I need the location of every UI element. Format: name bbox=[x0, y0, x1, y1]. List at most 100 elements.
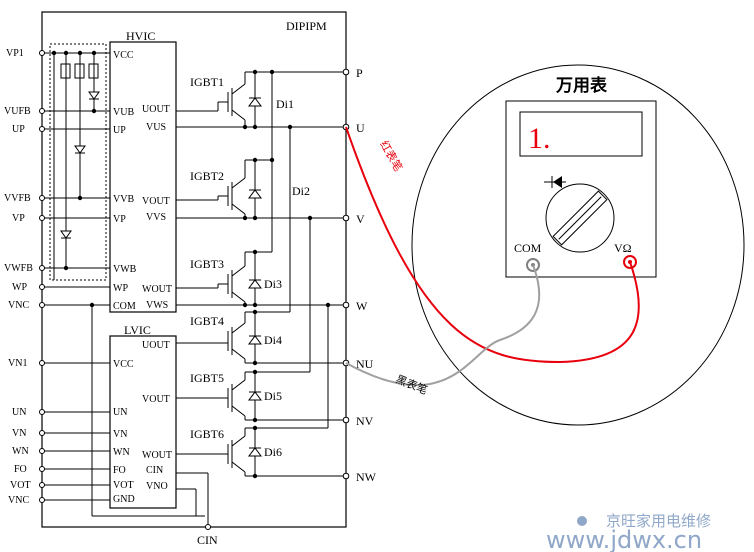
left-pin: VN1 bbox=[8, 358, 110, 369]
left-pin-label: VP1 bbox=[6, 48, 24, 59]
left-pin: VWFB bbox=[4, 263, 110, 274]
selector-pointer bbox=[552, 190, 608, 246]
igbt-label: IGBT2 bbox=[190, 169, 224, 183]
igbt3: IGBT3 Di3 bbox=[176, 252, 282, 305]
wechat-icon bbox=[577, 516, 587, 526]
meter-display bbox=[519, 111, 643, 157]
diode-label: Di4 bbox=[264, 333, 282, 347]
diode-label: Di2 bbox=[292, 184, 310, 198]
meter-body bbox=[505, 100, 657, 278]
lvic-out: WOUT bbox=[142, 450, 172, 461]
multimeter: 万用表 1. COM VΩ bbox=[411, 64, 745, 426]
terminal-label: U bbox=[356, 121, 365, 135]
igbt5: IGBT5 Di5 bbox=[176, 371, 282, 420]
lvic-pin: FO bbox=[113, 465, 126, 476]
selector-dial[interactable] bbox=[545, 183, 615, 253]
lvic-out: VNO bbox=[146, 481, 168, 492]
left-pin: VNC bbox=[8, 495, 110, 506]
lvic-pin: VCC bbox=[113, 359, 134, 370]
resistor-icon bbox=[60, 63, 71, 79]
left-pin-label: VN1 bbox=[8, 358, 27, 369]
diode-icon bbox=[248, 447, 262, 457]
terminal-label: W bbox=[356, 299, 368, 313]
left-pins: VP1 VUFB UP VVFB VP VWFB WP VNC VN1 UN V… bbox=[4, 48, 110, 506]
hvic-pin: WP bbox=[113, 283, 128, 294]
hvic-out: VVS bbox=[146, 212, 166, 223]
left-pin-label: WP bbox=[12, 282, 27, 293]
resistor-icon bbox=[74, 63, 85, 79]
diode-icon bbox=[248, 279, 262, 289]
left-pin: VUFB bbox=[4, 106, 110, 117]
black-probe-label: 黑表笔 bbox=[394, 372, 430, 397]
left-pin-label: VUFB bbox=[4, 106, 31, 117]
vo-label: VΩ bbox=[614, 241, 632, 255]
left-pin-label: VVFB bbox=[4, 193, 31, 204]
lvic-pin: GND bbox=[113, 494, 135, 505]
hvic-pin: COM bbox=[113, 301, 136, 312]
left-pin: VOT bbox=[10, 480, 110, 491]
lvic-pin: VOT bbox=[113, 480, 134, 491]
meter-display-value: 1. bbox=[528, 122, 551, 155]
igbt-label: IGBT1 bbox=[190, 75, 224, 89]
hvic-out: UOUT bbox=[142, 104, 170, 115]
lvic-pin-labels: VCC UN VN WN FO VOT GND UOUT VOUT WOUT C… bbox=[113, 340, 172, 505]
lvic-out: UOUT bbox=[142, 340, 170, 351]
igbt-stack: IGBT1 Di1 IGBT2 Di2 IGBT3 bbox=[176, 69, 346, 479]
lvic-box bbox=[109, 335, 177, 509]
left-pin-label: VP bbox=[12, 213, 25, 224]
left-pin-label: UN bbox=[12, 407, 26, 418]
watermark-text: 京旺家用电维修 bbox=[606, 512, 711, 530]
hvic-out: VOUT bbox=[142, 196, 170, 207]
hvic-pin: VVB bbox=[113, 194, 134, 205]
terminal-label: NU bbox=[356, 357, 374, 371]
igbt-label: IGBT3 bbox=[190, 257, 224, 271]
hvic-box bbox=[109, 41, 177, 313]
diode-mode-icon bbox=[544, 176, 566, 188]
hvic-inner-region bbox=[49, 43, 107, 281]
diode-label: Di1 bbox=[276, 97, 294, 111]
hvic-out: WOUT bbox=[142, 284, 172, 295]
dipipm-label: DIPIPM bbox=[286, 19, 327, 33]
left-pin: UN bbox=[12, 407, 110, 418]
left-pin: FO bbox=[14, 464, 110, 475]
black-probe-lead bbox=[345, 264, 541, 387]
resistor-icon bbox=[88, 63, 99, 79]
cin-terminal-label: CIN bbox=[197, 533, 218, 547]
left-pin-label: VNC bbox=[8, 495, 29, 506]
left-pin: WP bbox=[12, 282, 110, 293]
igbt-label: IGBT4 bbox=[190, 314, 224, 328]
terminal-label: P bbox=[356, 66, 363, 80]
terminal-label: V bbox=[356, 212, 365, 226]
left-pin-label: UP bbox=[12, 124, 25, 135]
hvic-pin: VWB bbox=[113, 264, 137, 275]
lvic-out: CIN bbox=[146, 465, 163, 476]
hvic-out: VWS bbox=[146, 300, 168, 311]
lvic-pin: WN bbox=[113, 447, 130, 458]
left-pin: VP bbox=[12, 213, 110, 224]
red-probe-label: 红表笔 bbox=[377, 138, 406, 174]
watermark-url: www.jdwx.cn bbox=[546, 526, 702, 552]
ground-bus: CIN bbox=[89, 302, 346, 547]
bootstrap-network bbox=[51, 50, 100, 280]
igbt6: IGBT6 Di6 bbox=[176, 427, 282, 476]
lvic-out: VOUT bbox=[142, 394, 170, 405]
lvic-label: LVIC bbox=[124, 323, 151, 337]
left-pin-label: VNC bbox=[8, 300, 29, 311]
lvic-pin: VN bbox=[113, 429, 127, 440]
terminal-label: NW bbox=[356, 470, 377, 484]
igbt-label: IGBT5 bbox=[190, 371, 224, 385]
diode-icon bbox=[248, 335, 262, 345]
diode-label: Di3 bbox=[264, 277, 282, 291]
left-pin-label: VN bbox=[12, 428, 26, 439]
diode-icon bbox=[248, 189, 262, 199]
left-pin: VN bbox=[12, 428, 110, 439]
watermark: 京旺家用电维修 www.jdwx.cn bbox=[546, 512, 711, 552]
diode-icon bbox=[248, 391, 262, 401]
diode-icon bbox=[88, 91, 100, 100]
terminal-label: NV bbox=[356, 414, 374, 428]
red-probe-lead bbox=[345, 126, 640, 364]
left-pin: VNC bbox=[8, 300, 110, 311]
left-pin: UP bbox=[12, 124, 110, 135]
hvic-pin-labels: VCC VUB UP VVB VP VWB WP COM UOUT VUS VO… bbox=[113, 50, 172, 312]
lvic-pin: UN bbox=[113, 407, 127, 418]
